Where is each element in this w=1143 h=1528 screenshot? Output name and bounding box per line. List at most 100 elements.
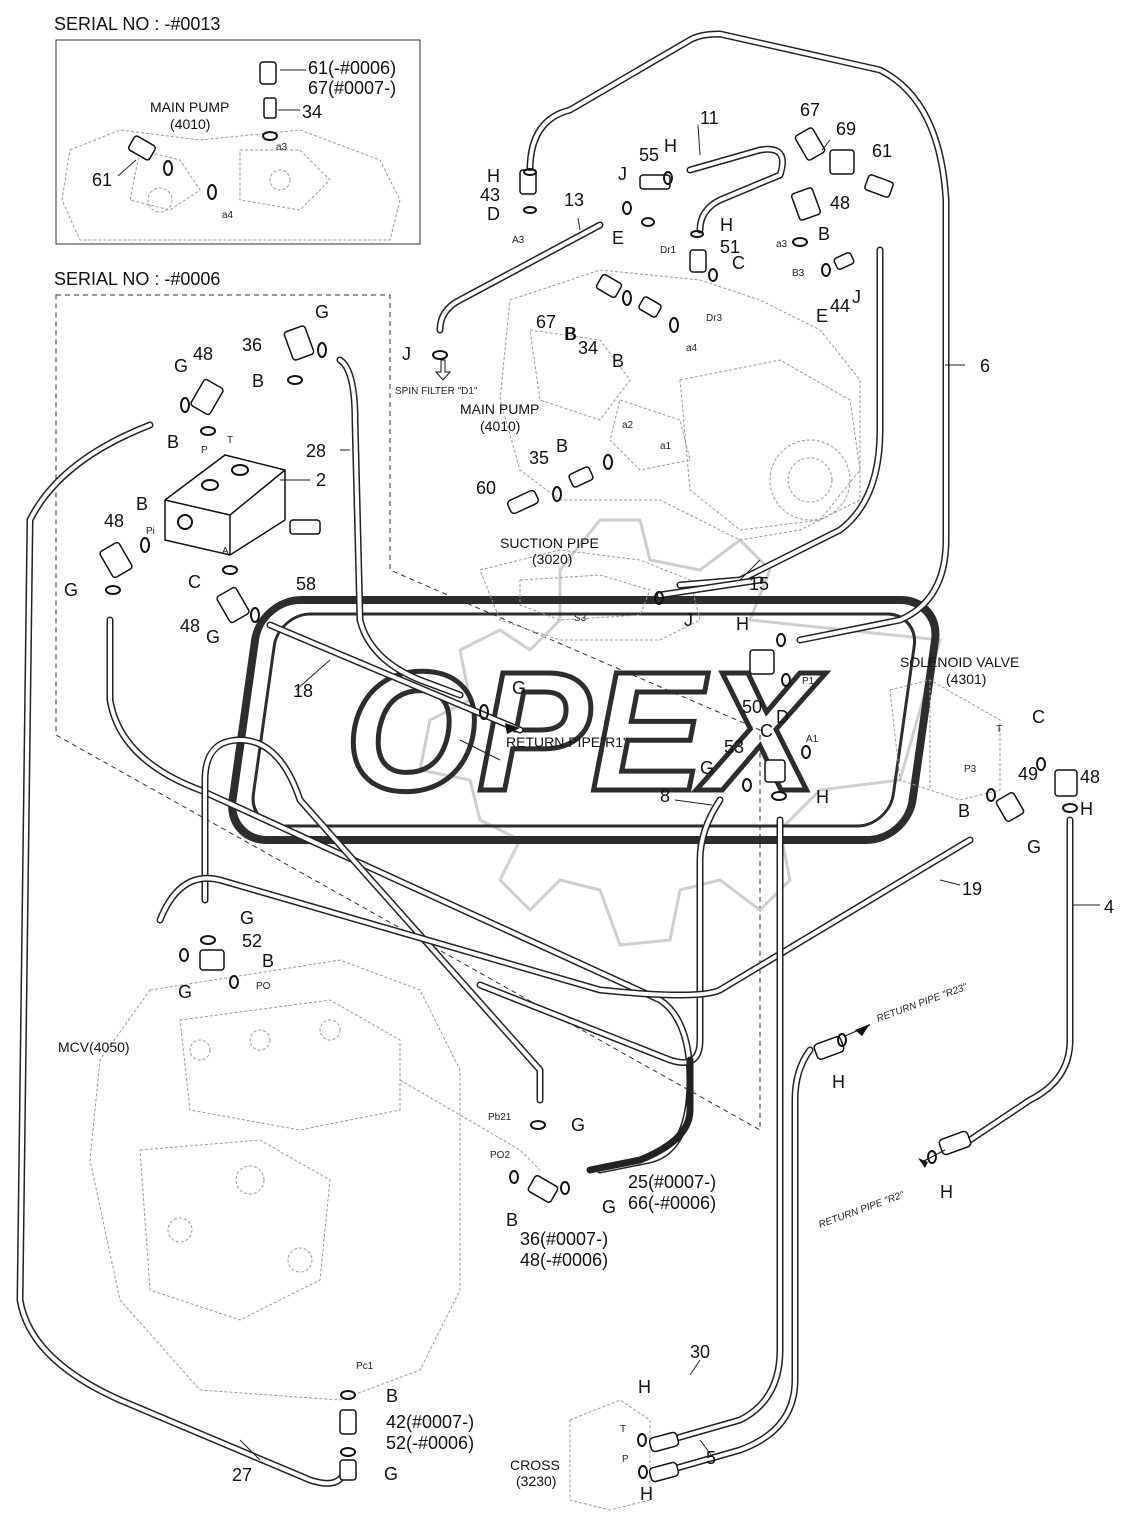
part-label: 48 bbox=[180, 616, 200, 636]
inset-pump-sketch bbox=[61, 129, 401, 241]
part-label: B bbox=[252, 371, 264, 391]
part-label: H bbox=[487, 166, 500, 186]
part-label: 52(-#0006) bbox=[386, 1433, 474, 1453]
port-label: PO bbox=[256, 981, 271, 992]
part-label: H bbox=[1080, 799, 1093, 819]
suction-pipe-sketch bbox=[479, 549, 701, 641]
port-label: T bbox=[620, 1424, 626, 1435]
part-label: D bbox=[487, 204, 500, 224]
arrow-r2-icon bbox=[918, 1158, 928, 1168]
part-label: B bbox=[556, 436, 568, 456]
part-label: C bbox=[760, 721, 773, 741]
part-label: 58 bbox=[296, 574, 316, 594]
part-label: H bbox=[832, 1072, 845, 1092]
part-label: J bbox=[402, 344, 411, 364]
part-label: 48 bbox=[104, 511, 124, 531]
main-pump-sketch bbox=[499, 269, 861, 541]
inset-label-34: 34 bbox=[302, 102, 322, 122]
part-label: 5 bbox=[706, 1448, 716, 1468]
part-label: H bbox=[638, 1377, 651, 1397]
part-label: H bbox=[640, 1484, 653, 1504]
part-label: 36(#0007-) bbox=[520, 1229, 608, 1249]
part-label: B bbox=[612, 351, 624, 371]
inset-serial-title: SERIAL NO : -#0013 bbox=[54, 14, 220, 34]
part-label: B bbox=[506, 1210, 518, 1230]
inset-frame bbox=[55, 39, 421, 245]
port-label: Dr3 bbox=[706, 313, 723, 324]
part-label: 67 bbox=[800, 100, 820, 120]
part-label: B bbox=[565, 324, 577, 344]
solenoid-valve-code: (4301) bbox=[946, 671, 986, 687]
main-frame-dashed bbox=[55, 294, 761, 1131]
inset-label-a3: a3 bbox=[276, 142, 288, 153]
port-label: P1 bbox=[802, 676, 815, 687]
part-label: B bbox=[136, 494, 148, 514]
part-label: D bbox=[776, 707, 789, 727]
part-label: 4 bbox=[1104, 897, 1114, 917]
part-label: G bbox=[1027, 837, 1041, 857]
suction-pipe-name: SUCTION PIPE bbox=[500, 535, 599, 551]
part-label: B bbox=[818, 224, 830, 244]
part-label: J bbox=[852, 287, 861, 307]
inset-pump-name: MAIN PUMP bbox=[150, 99, 229, 115]
part-label: 51 bbox=[720, 237, 740, 257]
part-label: C bbox=[1032, 707, 1045, 727]
flow-arrows bbox=[434, 359, 946, 1168]
main-pump-name: MAIN PUMP bbox=[460, 401, 539, 417]
part-label: G bbox=[178, 982, 192, 1002]
part-label: J bbox=[684, 610, 693, 630]
part-label: 44 bbox=[830, 296, 850, 316]
part-label: 35 bbox=[529, 448, 549, 468]
part-label: 11 bbox=[700, 108, 719, 128]
part-label: 60 bbox=[476, 478, 496, 498]
port-label: Dr1 bbox=[660, 245, 677, 256]
return-pipe-r2: RETURN PIPE "R2" bbox=[817, 1190, 906, 1231]
inset-pump-code: (4010) bbox=[170, 116, 210, 132]
part-label: E bbox=[816, 306, 828, 326]
part-label: 34 bbox=[578, 338, 598, 358]
port-label: S3 bbox=[574, 613, 587, 624]
port-label: Pi bbox=[146, 526, 155, 537]
main-serial-title: SERIAL NO : -#0006 bbox=[54, 269, 220, 289]
mcv-sketch bbox=[89, 959, 541, 1401]
part-label: 19 bbox=[962, 879, 982, 899]
leader-lines bbox=[239, 124, 1100, 1461]
inset-fitting-61-left bbox=[117, 135, 217, 200]
inset-label-67-7: 67(#0007-) bbox=[308, 78, 396, 98]
mcv-name: MCV(4050) bbox=[58, 1039, 130, 1055]
part-label: B bbox=[564, 324, 576, 344]
part-label: H bbox=[736, 614, 749, 634]
part-label: 2 bbox=[316, 470, 326, 490]
port-label: a4 bbox=[686, 343, 698, 354]
inset-label-a4: a4 bbox=[222, 210, 234, 221]
part-label: G bbox=[384, 1464, 398, 1484]
part-label: 48(-#0006) bbox=[520, 1250, 608, 1270]
watermark-text: OPEX bbox=[345, 637, 826, 827]
part-label: 69 bbox=[836, 119, 856, 139]
part-label: 48 bbox=[1080, 767, 1100, 787]
hoses bbox=[16, 30, 1074, 1487]
part-label: H bbox=[816, 787, 829, 807]
part-label: 67 bbox=[536, 312, 556, 332]
port-label: A3 bbox=[512, 235, 525, 246]
port-label: a2 bbox=[622, 420, 634, 431]
part-label: C bbox=[188, 572, 201, 592]
cross-code: (3230) bbox=[516, 1473, 556, 1489]
part-label: G bbox=[315, 302, 329, 322]
arrow-r1-icon bbox=[505, 723, 520, 734]
part-label: 15 bbox=[749, 574, 769, 594]
cross-name: CROSS bbox=[510, 1457, 560, 1473]
port-label: A1 bbox=[806, 734, 819, 745]
part-label: J bbox=[618, 164, 627, 184]
part-label: 52 bbox=[242, 931, 262, 951]
port-label: PO2 bbox=[490, 1150, 510, 1161]
solenoid-valve-sketch bbox=[889, 679, 1001, 801]
part-label: G bbox=[700, 758, 714, 778]
part-label: H bbox=[720, 215, 733, 235]
inset-fitting-61-top bbox=[259, 61, 306, 141]
part-label: 53 bbox=[724, 737, 744, 757]
port-label: B3 bbox=[792, 268, 805, 279]
part-label: G bbox=[64, 580, 78, 600]
solenoid-valve-name: SOLENOID VALVE bbox=[900, 654, 1019, 670]
part-label: 48 bbox=[830, 193, 850, 213]
